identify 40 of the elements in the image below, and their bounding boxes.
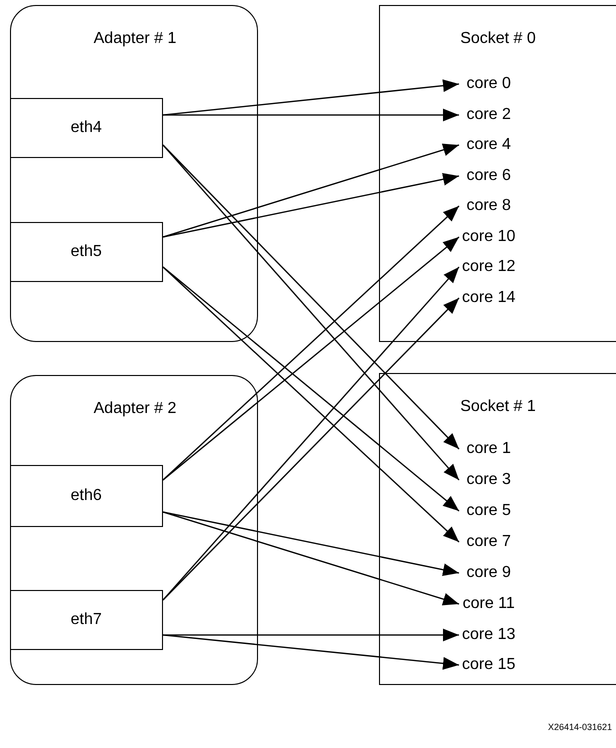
- core-label: core 11: [462, 594, 515, 613]
- arrow: [162, 79, 460, 116]
- arrow: [162, 634, 460, 670]
- port-name: eth5: [70, 242, 102, 261]
- core-label: core 14: [462, 288, 516, 307]
- port-box: [10, 98, 163, 158]
- core-label: core 9: [466, 564, 511, 582]
- arrow: [162, 144, 460, 238]
- group-title: Adapter # 2: [92, 400, 178, 418]
- core-label: core 13: [462, 626, 516, 644]
- port-name: eth4: [70, 118, 102, 137]
- group-title: Adapter # 1: [92, 30, 178, 48]
- core-label: core 5: [466, 502, 511, 520]
- core-label: core 8: [466, 196, 511, 215]
- socket-box: [379, 5, 616, 342]
- arrow: [162, 511, 460, 606]
- core-label: core 4: [466, 136, 511, 154]
- socket-box: [379, 373, 616, 685]
- adapter-box: [10, 5, 258, 342]
- core-label: core 2: [466, 106, 511, 124]
- port-name: eth7: [70, 610, 102, 629]
- core-label: core 12: [462, 258, 516, 276]
- arrow: [162, 172, 460, 238]
- core-label: core 6: [466, 166, 511, 185]
- core-label: core 3: [466, 470, 511, 489]
- core-label: core 0: [466, 74, 511, 93]
- port-name: eth6: [70, 486, 102, 505]
- core-label: core 1: [466, 440, 511, 458]
- group-title: Socket # 0: [459, 30, 537, 48]
- core-label: core 7: [466, 532, 511, 551]
- arrow: [163, 108, 459, 122]
- port-box: [10, 222, 163, 282]
- group-title: Socket # 1: [459, 398, 537, 416]
- arrow: [162, 511, 460, 576]
- core-label: core 10: [462, 228, 516, 246]
- core-label: core 15: [462, 656, 516, 674]
- figure-id: X26414-031621: [548, 722, 612, 732]
- adapter-box: [10, 375, 258, 685]
- port-box: [10, 590, 163, 650]
- port-box: [10, 464, 163, 527]
